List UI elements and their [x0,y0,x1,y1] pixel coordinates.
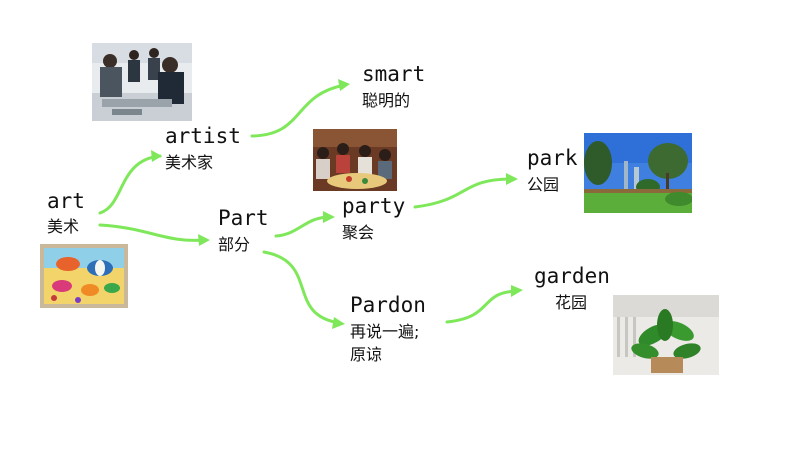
meaning-artist: 美术家 [165,153,214,172]
word-artist: artist [165,124,241,148]
word-garden: garden [534,264,610,288]
photo-dinner-party [313,129,397,191]
arrow-pardon-garden [445,285,523,324]
word-pardon: Pardon [350,293,426,317]
meaning-party: 聚会 [342,223,375,242]
word-party: party [342,194,406,218]
arrow-part-party [274,211,335,238]
word-park: park [527,146,578,170]
arrow-art-artist [98,150,162,215]
arrow-party-park [413,173,518,209]
photo-park [584,133,692,213]
meaning-garden: 花园 [555,293,588,312]
meaning-part: 部分 [218,235,251,254]
word-part: Part [218,206,269,230]
meaning-smart: 聪明的 [362,91,411,110]
meaning-art: 美术 [47,217,80,236]
word-art: art [47,189,85,213]
photo-artist-class [92,43,192,121]
meaning-park: 公园 [527,175,560,194]
meaning-pardon-line1: 再说一遍; [350,322,420,341]
arrow-art-part [98,223,210,246]
word-smart: smart [362,62,426,86]
photo-potted-plant [613,295,719,375]
photo-fish-painting [40,244,128,308]
arrow-artist-smart [250,79,350,138]
arrow-part-pardon [262,250,345,329]
meaning-pardon-line2: 原谅 [350,345,383,364]
